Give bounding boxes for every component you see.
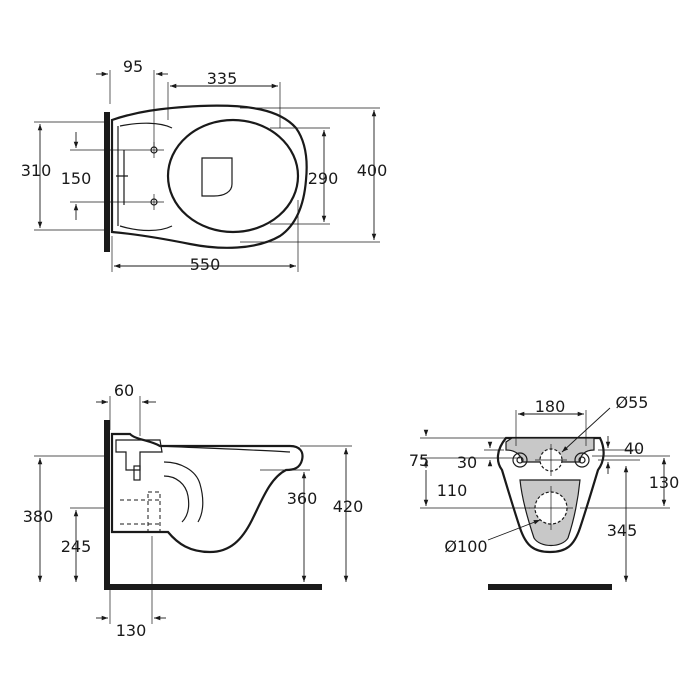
side-dim-360: 360 <box>287 489 318 508</box>
top-seat <box>166 118 300 234</box>
side-view: 60 380 245 360 420 130 <box>23 381 364 640</box>
side-dim-130: 130 <box>116 621 147 640</box>
side-bolt <box>133 465 141 481</box>
top-dim-400: 400 <box>357 161 388 180</box>
rear-dim-130: 130 <box>649 473 680 492</box>
top-dim-550: 550 <box>190 255 221 274</box>
side-dim-420: 420 <box>333 497 364 516</box>
rear-view: 180 Ø55 75 30 40 110 130 345 <box>409 393 679 590</box>
rear-dim-d55: Ø55 <box>616 393 649 412</box>
rear-lug-right <box>574 452 590 468</box>
side-wall-marks <box>104 495 110 521</box>
side-floor <box>104 584 322 590</box>
rear-dim-345: 345 <box>607 521 638 540</box>
top-bracket <box>116 126 128 226</box>
side-wall <box>104 420 110 590</box>
side-seat-line <box>159 445 291 453</box>
top-fixing-hole-lower <box>144 194 164 210</box>
rear-dim-110: 110 <box>437 481 468 500</box>
rear-dim-d100: Ø100 <box>444 537 487 556</box>
side-dim-60: 60 <box>114 381 134 400</box>
top-dim-150: 150 <box>61 169 92 188</box>
side-trap <box>163 461 204 523</box>
top-wall <box>104 112 110 252</box>
rear-lug-left <box>512 452 528 468</box>
rear-dim-75: 75 <box>409 451 429 470</box>
top-seat-hinge <box>201 157 233 197</box>
rear-dim-40: 40 <box>624 439 644 458</box>
rear-dim-180: 180 <box>535 397 566 416</box>
rear-floor <box>488 584 612 590</box>
top-dim-95: 95 <box>123 57 143 76</box>
rear-dim-30: 30 <box>457 453 477 472</box>
side-outlet-dashed <box>120 491 161 533</box>
top-dim-290: 290 <box>308 169 339 188</box>
top-rim <box>119 122 173 232</box>
side-dim-245: 245 <box>61 537 92 556</box>
top-dim-335: 335 <box>207 69 238 88</box>
top-dim-310: 310 <box>21 161 52 180</box>
top-view: 95 335 310 150 290 400 550 <box>21 57 388 274</box>
side-dim-380: 380 <box>23 507 54 526</box>
